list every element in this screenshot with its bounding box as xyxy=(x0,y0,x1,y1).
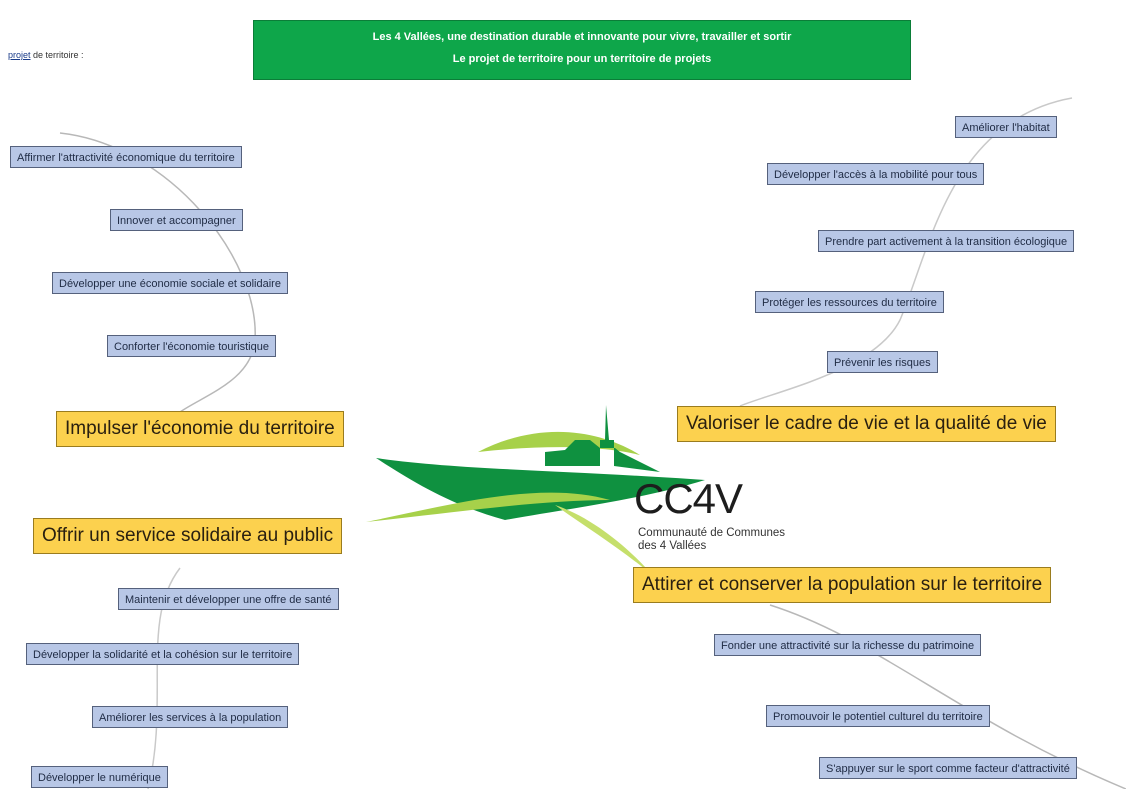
logo-light-swoosh-mid xyxy=(366,492,610,522)
logo-subtitle: Communauté de Communes des 4 Vallées xyxy=(638,527,785,553)
logo-light-swoosh-top xyxy=(478,431,640,455)
project-note: projet de territoire : xyxy=(8,50,84,60)
node-service-2[interactable]: Développer la solidarité et la cohésion … xyxy=(26,643,300,665)
node-economie-2[interactable]: Innover et accompagner xyxy=(110,209,243,231)
node-population-1[interactable]: Fonder une attractivité sur la richesse … xyxy=(714,634,982,656)
node-economie-1[interactable]: Affirmer l'attractivité économique du te… xyxy=(10,146,242,168)
node-economie-3[interactable]: Développer une économie sociale et solid… xyxy=(52,272,288,294)
node-service-4[interactable]: Développer le numérique xyxy=(31,766,168,788)
theme-cadre-vie[interactable]: Valoriser le cadre de vie et la qualité … xyxy=(677,406,1056,442)
banner-line-1: Les 4 Vallées, une destination durable e… xyxy=(372,31,792,43)
node-service-3[interactable]: Améliorer les services à la population xyxy=(92,706,289,728)
title-banner: Les 4 Vallées, une destination durable e… xyxy=(253,20,911,80)
logo-dark-leaf xyxy=(376,458,705,520)
logo-title: CC4V xyxy=(634,475,743,522)
node-cadre-vie-4[interactable]: Protéger les ressources du territoire xyxy=(755,291,944,313)
node-population-3[interactable]: S'appuyer sur le sport comme facteur d'a… xyxy=(819,757,1077,779)
theme-population[interactable]: Attirer et conserver la population sur l… xyxy=(633,567,1052,603)
node-cadre-vie-1[interactable]: Améliorer l'habitat xyxy=(955,116,1057,138)
logo-subtitle-line-1: Communauté de Communes xyxy=(638,527,786,539)
node-cadre-vie-2[interactable]: Développer l'accès à la mobilité pour to… xyxy=(767,163,985,185)
node-economie-4[interactable]: Conforter l'économie touristique xyxy=(107,335,276,357)
logo-subtitle-line-2: des 4 Vallées xyxy=(638,540,707,552)
project-link[interactable]: projet xyxy=(8,50,31,60)
node-service-1[interactable]: Maintenir et développer une offre de san… xyxy=(118,588,339,610)
theme-service[interactable]: Offrir un service solidaire au public xyxy=(33,518,343,554)
logo-village-silhouette xyxy=(545,405,660,472)
node-population-2[interactable]: Promouvoir le potentiel culturel du terr… xyxy=(766,705,990,727)
node-cadre-vie-5[interactable]: Prévenir les risques xyxy=(827,351,938,373)
node-cadre-vie-3[interactable]: Prendre part activement à la transition … xyxy=(818,230,1075,252)
banner-line-2: Le projet de territoire pour un territoi… xyxy=(452,53,712,65)
theme-economie[interactable]: Impulser l'économie du territoire xyxy=(56,411,344,447)
project-note-text: de territoire : xyxy=(33,50,84,60)
